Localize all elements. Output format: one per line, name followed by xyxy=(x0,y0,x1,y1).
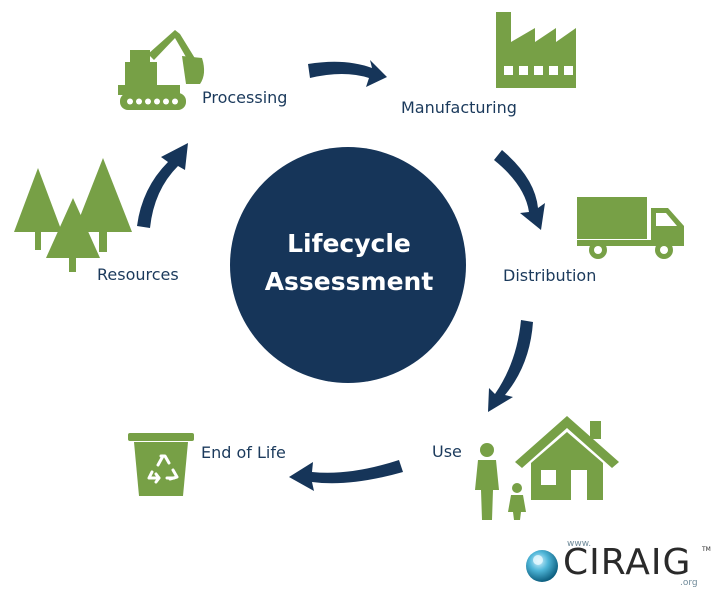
stage-label-use: Use xyxy=(432,442,462,461)
stage-label-manufacturing: Manufacturing xyxy=(401,98,517,117)
stage-label-processing: Processing xyxy=(202,88,288,107)
factory-icon xyxy=(496,12,576,88)
factory-windows xyxy=(504,66,573,75)
stage-label-resources: Resources xyxy=(97,265,179,284)
logo-name: CIRAIG xyxy=(563,542,692,583)
center-title-line1: Lifecycle xyxy=(287,229,411,258)
ciraig-logo-icon xyxy=(526,550,558,582)
excavator-icon xyxy=(118,30,205,110)
center-title-line2: Assessment xyxy=(264,267,434,296)
stage-label-end-of-life: End of Life xyxy=(201,443,286,462)
house-icon xyxy=(515,416,619,500)
family-icon xyxy=(475,443,526,520)
arrow-distribution-to-use xyxy=(488,320,533,412)
trees-icon xyxy=(14,158,132,272)
arrow-use-to-endoflife xyxy=(289,460,403,491)
excavator-wheels xyxy=(127,98,178,105)
logo-www: www. xyxy=(567,539,592,549)
recycle-bin-icon xyxy=(128,433,194,496)
center-circle xyxy=(230,147,466,383)
arrow-manufacturing-to-distribution xyxy=(494,150,545,230)
stage-label-distribution: Distribution xyxy=(503,266,597,285)
center-title: Lifecycle Assessment xyxy=(234,225,464,301)
logo-tm: TM xyxy=(702,546,711,553)
arrow-resources-to-processing xyxy=(137,143,188,228)
truck-icon xyxy=(577,197,684,259)
arrow-processing-to-manufacturing xyxy=(308,60,387,87)
logo-org: .org xyxy=(680,578,698,588)
